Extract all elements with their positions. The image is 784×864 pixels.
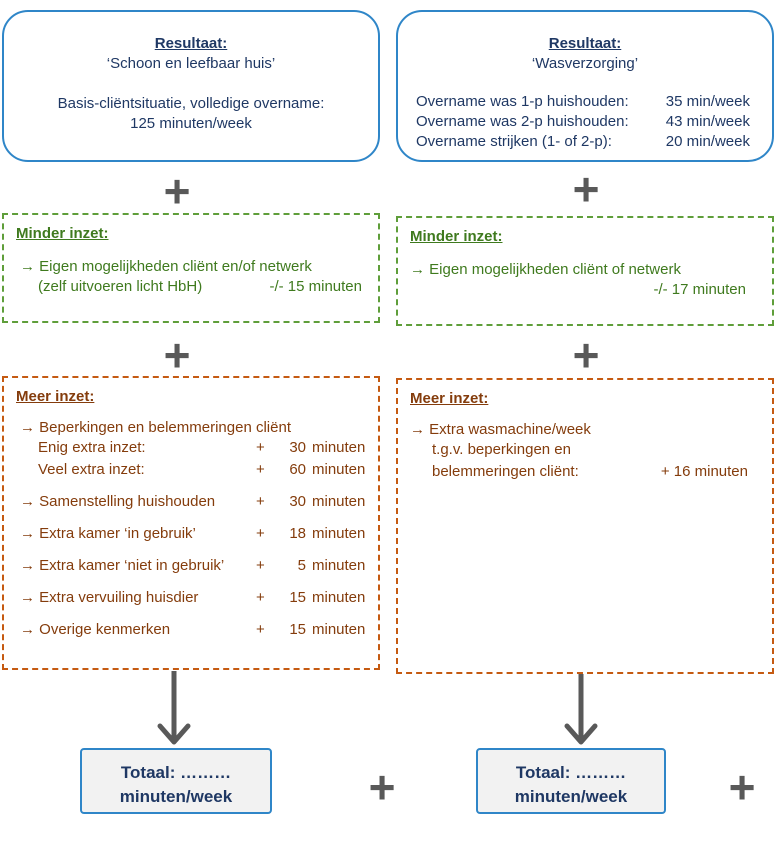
plus-symbol: + — [728, 761, 756, 813]
right-minder-line2-value: -/- 17 minuten — [653, 281, 746, 298]
left-meer-box: Meer inzet: → Beperkingen en belemmering… — [2, 376, 380, 670]
right-minder-title: Minder inzet: — [410, 228, 503, 245]
left-meer-row-num: 5 — [297, 557, 306, 574]
right-result-heading: Resultaat: — [548, 35, 622, 52]
right-meer-line1: → Extra wasmachine/week — [410, 421, 591, 438]
left-meer-row-sign: + — [256, 439, 265, 456]
left-meer-row-sign: + — [256, 493, 265, 510]
right-down-arrow — [564, 674, 598, 745]
left-minder-title: Minder inzet: — [16, 225, 109, 242]
right-total-box: Totaal: ……… minuten/week — [476, 748, 666, 814]
left-meer-row-label: Veel extra inzet: — [38, 461, 145, 478]
right-meer-title: Meer inzet: — [410, 390, 489, 407]
left-meer-row-label: → Extra vervuiling huisdier — [20, 589, 199, 606]
plus-symbol: + — [163, 329, 191, 381]
right-total-line2: minuten/week — [514, 787, 628, 806]
left-meer-row-unit: minuten — [312, 461, 366, 478]
plus-symbol: + — [368, 761, 396, 813]
plus-symbol: + — [572, 329, 600, 381]
left-minder-line2-text: (zelf uitvoeren licht HbH) — [38, 278, 203, 295]
right-meer-box: Meer inzet: → Extra wasmachine/week t.g.… — [396, 378, 774, 674]
left-meer-row-unit: minuten — [312, 557, 366, 574]
left-meer-row-num: 15 — [289, 589, 306, 606]
right-meer-line3: belemmeringen cliënt: — [432, 463, 579, 480]
left-meer-row-sign: + — [256, 461, 265, 478]
left-minder-line1: → Eigen mogelijkheden cliënt en/of netwe… — [20, 258, 312, 275]
right-result-subtitle: ‘Wasverzorging’ — [531, 55, 639, 72]
left-meer-row-num: 30 — [289, 439, 306, 456]
right-total-line1: Totaal: ……… — [515, 763, 627, 782]
left-meer-title: Meer inzet: — [16, 388, 95, 405]
right-result-row-label: Overname was 2-p huishouden: — [416, 113, 629, 130]
right-meer-value: + 16 minuten — [660, 463, 748, 480]
right-result-row-value: 35 min/week — [665, 93, 750, 110]
left-total-box: Totaal: ……… minuten/week — [80, 748, 272, 814]
left-meer-row-sign: + — [256, 589, 265, 606]
right-result-row-label: Overname was 1-p huishouden: — [416, 93, 629, 110]
left-result-heading: Resultaat: — [154, 35, 228, 52]
left-meer-row-num: 18 — [289, 525, 306, 542]
right-minder-box: Minder inzet: → Eigen mogelijkheden clië… — [396, 216, 774, 326]
left-meer-row-label: → Extra kamer ‘in gebruik’ — [20, 525, 196, 542]
right-result-row-value: 43 min/week — [665, 113, 750, 130]
left-result-line2: 125 minuten/week — [130, 115, 252, 132]
right-result-box: Resultaat: ‘Wasverzorging’ Overname was … — [396, 10, 774, 162]
left-meer-header: → Beperkingen en belemmeringen cliënt — [20, 419, 291, 436]
left-down-arrow — [157, 671, 191, 745]
left-meer-row-unit: minuten — [312, 589, 366, 606]
right-minder-line1: → Eigen mogelijkheden cliënt of netwerk — [410, 261, 681, 278]
left-meer-row-unit: minuten — [312, 621, 366, 638]
left-total-line1: Totaal: ……… — [120, 763, 232, 782]
left-meer-row-unit: minuten — [312, 439, 366, 456]
left-meer-row-num: 15 — [289, 621, 306, 638]
left-total-line2: minuten/week — [119, 787, 233, 806]
right-result-row-label: Overname strijken (1- of 2-p): — [416, 133, 612, 150]
left-meer-row-label: → Extra kamer ‘niet in gebruik’ — [20, 557, 225, 574]
left-meer-row-num: 60 — [289, 461, 306, 478]
left-meer-row-unit: minuten — [312, 525, 366, 542]
left-meer-row-sign: + — [256, 621, 265, 638]
left-meer-row-sign: + — [256, 557, 265, 574]
left-minder-box: Minder inzet: → Eigen mogelijkheden clië… — [2, 213, 380, 323]
left-meer-row-label: → Samenstelling huishouden — [20, 493, 216, 510]
left-meer-row-label: Enig extra inzet: — [38, 439, 146, 456]
plus-symbol: + — [163, 165, 191, 217]
left-meer-row-label: → Overige kenmerken — [20, 621, 171, 638]
left-meer-row-sign: + — [256, 525, 265, 542]
left-result-subtitle: ‘Schoon en leefbaar huis’ — [106, 55, 276, 72]
left-meer-row-num: 30 — [289, 493, 306, 510]
left-result-box: Resultaat: ‘Schoon en leefbaar huis’ Bas… — [2, 10, 380, 162]
right-result-row-value: 20 min/week — [665, 133, 750, 150]
plus-symbol: + — [572, 163, 600, 215]
left-result-line1: Basis-cliëntsituatie, volledige overname… — [57, 95, 325, 112]
left-meer-row-unit: minuten — [312, 493, 366, 510]
right-meer-line2: t.g.v. beperkingen en — [432, 441, 571, 458]
left-minder-line2-value: -/- 15 minuten — [269, 278, 362, 295]
